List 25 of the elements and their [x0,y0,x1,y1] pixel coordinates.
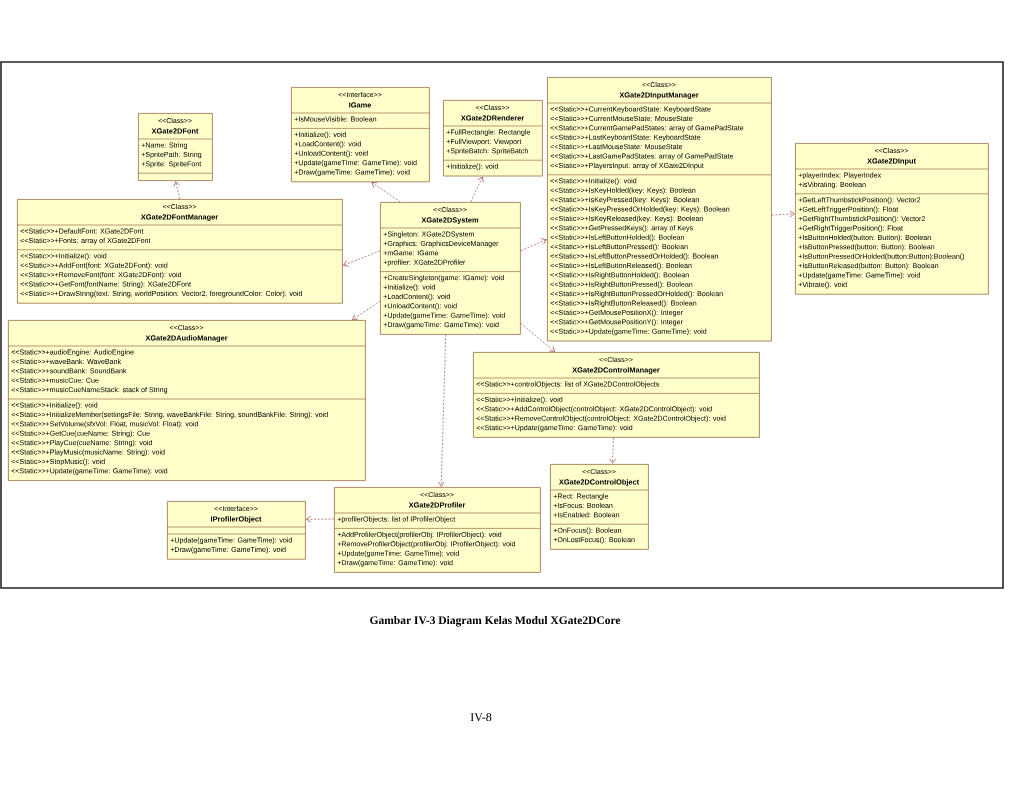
class-box [546,77,772,342]
dependency-arrow [470,176,484,203]
dependency-arrow [173,181,181,200]
class-box [16,199,343,304]
class-box [137,113,213,181]
dependency-arrow [437,334,447,487]
class-box [794,143,989,295]
class-box [472,352,760,438]
caption: Gambar IV-3 Diagram Kelas Modul XGate2DCore [370,616,621,627]
class-box [290,87,430,183]
dependency-arrow [306,515,335,523]
dependency-arrow [520,323,555,352]
class-box [7,320,366,481]
class-box [379,202,521,335]
class-box [442,100,543,177]
dependency-arrow [771,210,795,218]
dependency-arrow [609,437,617,464]
class-box [333,487,541,573]
dependency-arrow [371,182,401,203]
dependency-arrow [343,250,381,267]
dependency-arrow [352,300,381,320]
class-box [166,501,306,560]
dependency-arrow [520,238,547,252]
class-box [549,464,649,550]
page-number: IV-8 [470,713,492,722]
